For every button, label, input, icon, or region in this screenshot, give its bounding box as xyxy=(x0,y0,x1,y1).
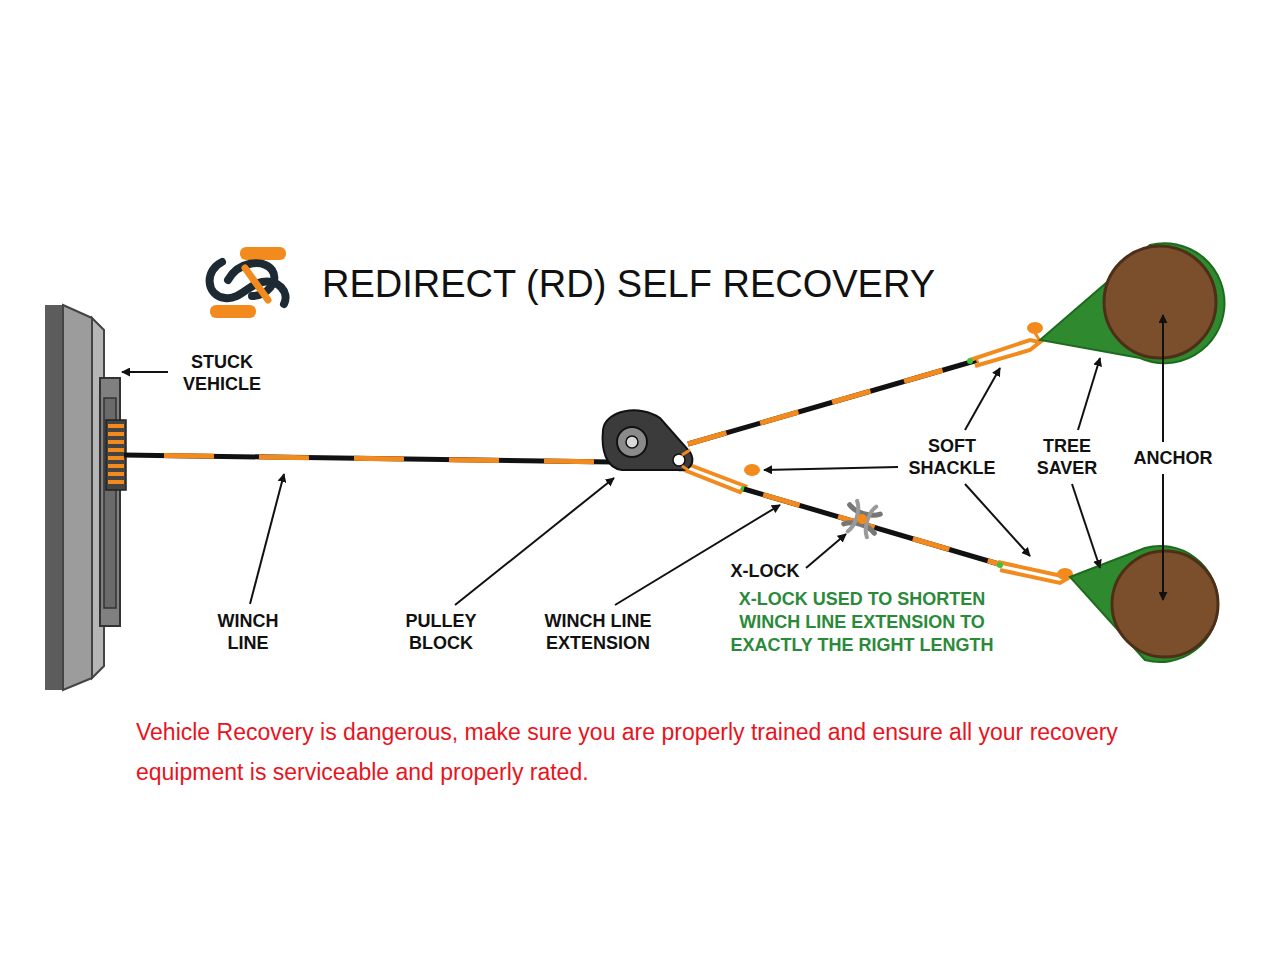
drum-stripe xyxy=(108,464,124,468)
part-label: WINCH LINE EXTENSION xyxy=(533,610,663,654)
part-label: STUCK VEHICLE xyxy=(172,351,272,395)
drum-stripe xyxy=(108,472,124,476)
diagram-title: REDIRECT (RD) SELF RECOVERY xyxy=(322,262,935,306)
logo xyxy=(210,247,286,318)
drum-stripe xyxy=(108,456,124,460)
drum-stripe xyxy=(108,432,124,436)
winch-line xyxy=(124,455,612,462)
drum-stripe xyxy=(108,440,124,444)
drum-stripe xyxy=(108,480,124,484)
x-lock xyxy=(842,499,882,539)
leader-lines xyxy=(122,315,1163,605)
pulley-block xyxy=(603,410,693,470)
warning-caption: Vehicle Recovery is dangerous, make sure… xyxy=(136,712,1166,792)
part-label: ANCHOR xyxy=(1134,447,1213,469)
part-label: TREE SAVER xyxy=(1027,435,1107,479)
part-label: WINCH LINE xyxy=(208,610,288,654)
drum-stripe xyxy=(108,424,124,428)
part-label: X-LOCK xyxy=(731,560,800,582)
drum-stripe xyxy=(108,448,124,452)
part-label: SOFT SHACKLE xyxy=(902,435,1002,479)
anchor-tree-lower xyxy=(1070,546,1218,662)
note-text: X-LOCK USED TO SHORTEN WINCH LINE EXTENS… xyxy=(712,588,1012,657)
part-label: PULLEY BLOCK xyxy=(396,610,486,654)
winch-line-extension-lower xyxy=(682,462,1073,583)
stuck-vehicle xyxy=(45,305,126,690)
anchor-tree-upper xyxy=(1040,243,1224,363)
winch-line-extension-upper xyxy=(688,322,1043,444)
